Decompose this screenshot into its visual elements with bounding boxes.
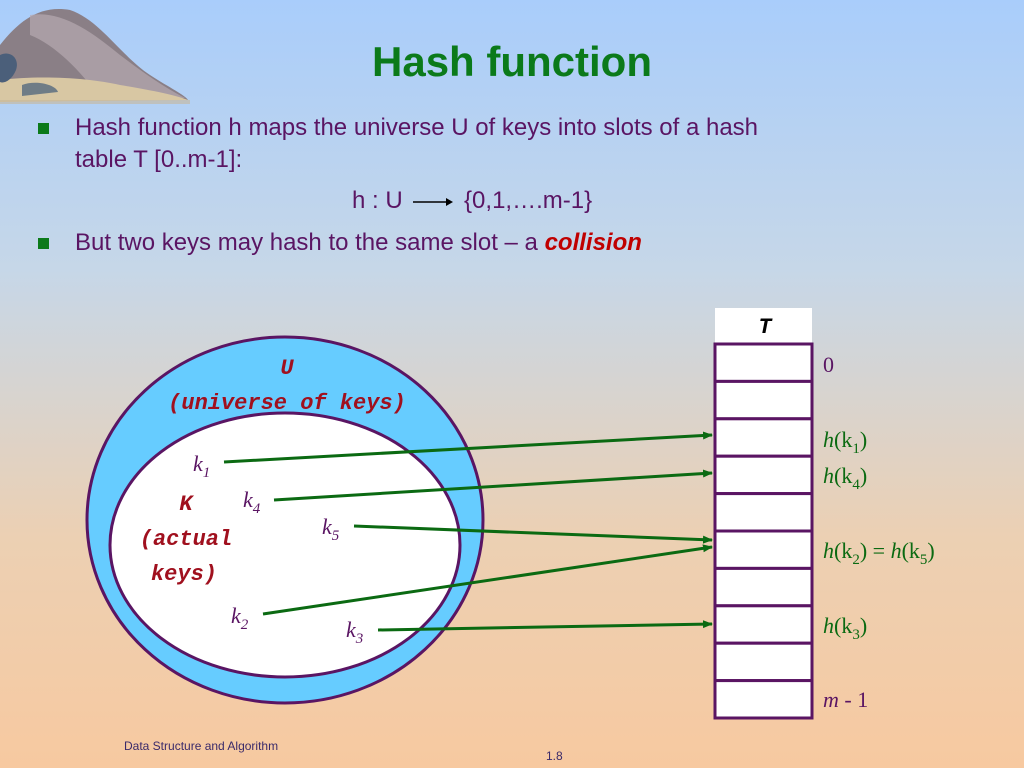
arrow-k5-to-slot <box>353 524 713 544</box>
key-k1: k1 <box>193 451 210 481</box>
bullet-collision: But two keys may hash to the same slot –… <box>38 227 918 259</box>
table-label: T <box>758 315 773 340</box>
table-slot <box>713 454 814 496</box>
bullet-square-icon <box>38 123 49 134</box>
table-slot <box>713 679 814 720</box>
key-k2: k2 <box>231 603 249 633</box>
table-slot <box>713 379 814 421</box>
hash-table <box>713 342 814 720</box>
table-slot <box>713 417 814 458</box>
corner-landscape-image <box>0 0 190 104</box>
key-k5: k5 <box>322 514 340 544</box>
formula-right: {0,1,….m-1} <box>464 187 593 214</box>
slot-label-hk2-hk5: h(k2) = h(k5) <box>823 538 935 568</box>
key-k3: k3 <box>346 617 363 647</box>
arrow-k3-to-slot <box>377 620 713 632</box>
keyset-caption-1: (actual <box>140 527 232 552</box>
table-slot <box>713 604 814 645</box>
universe-caption: (universe of keys) <box>168 391 406 416</box>
keyset-label: K <box>179 492 194 517</box>
key-k4: k4 <box>243 487 261 517</box>
bullet-text-line2: table T [0..m-1]: <box>75 146 243 173</box>
slot-label-hk4: h(k4) <box>823 463 867 493</box>
footer-course: Data Structure and Algorithm <box>124 739 279 753</box>
bullet-collision-text: But two keys may hash to the same slot –… <box>75 229 545 256</box>
bullet-text-line1: Hash function h maps the universe U of k… <box>75 114 759 141</box>
keyset-caption-2: keys) <box>151 562 217 587</box>
table-header-cell <box>715 308 812 344</box>
table-slot <box>713 492 814 533</box>
bullet-square-icon <box>38 238 49 249</box>
slot-label-hk3: h(k3) <box>823 613 867 643</box>
slide-title: Hash function <box>372 38 652 85</box>
table-slot <box>713 529 814 570</box>
arrow-k4-to-slot <box>273 469 713 502</box>
slot-label-zero: 0 <box>823 352 834 377</box>
formula-left: h : U <box>352 187 403 214</box>
table-slot <box>713 641 814 683</box>
arrow-k1-to-slot <box>223 431 713 464</box>
footer-page-number: 1.8 <box>546 749 563 763</box>
table-slot <box>713 566 814 608</box>
slot-label-hk1: h(k1) <box>823 427 867 457</box>
bullet-hash-definition: Hash function h maps the universe U of k… <box>38 112 918 176</box>
universe-label: U <box>280 356 294 381</box>
collision-emphasis: collision <box>544 229 642 256</box>
formula: h : U {0,1,….m-1} <box>352 187 592 215</box>
keyset-ellipse <box>108 411 462 679</box>
slot-label-last: m - 1 <box>823 687 868 712</box>
right-arrow-icon <box>413 197 454 206</box>
table-slot <box>713 342 814 383</box>
arrow-k2-to-slot <box>262 544 713 616</box>
